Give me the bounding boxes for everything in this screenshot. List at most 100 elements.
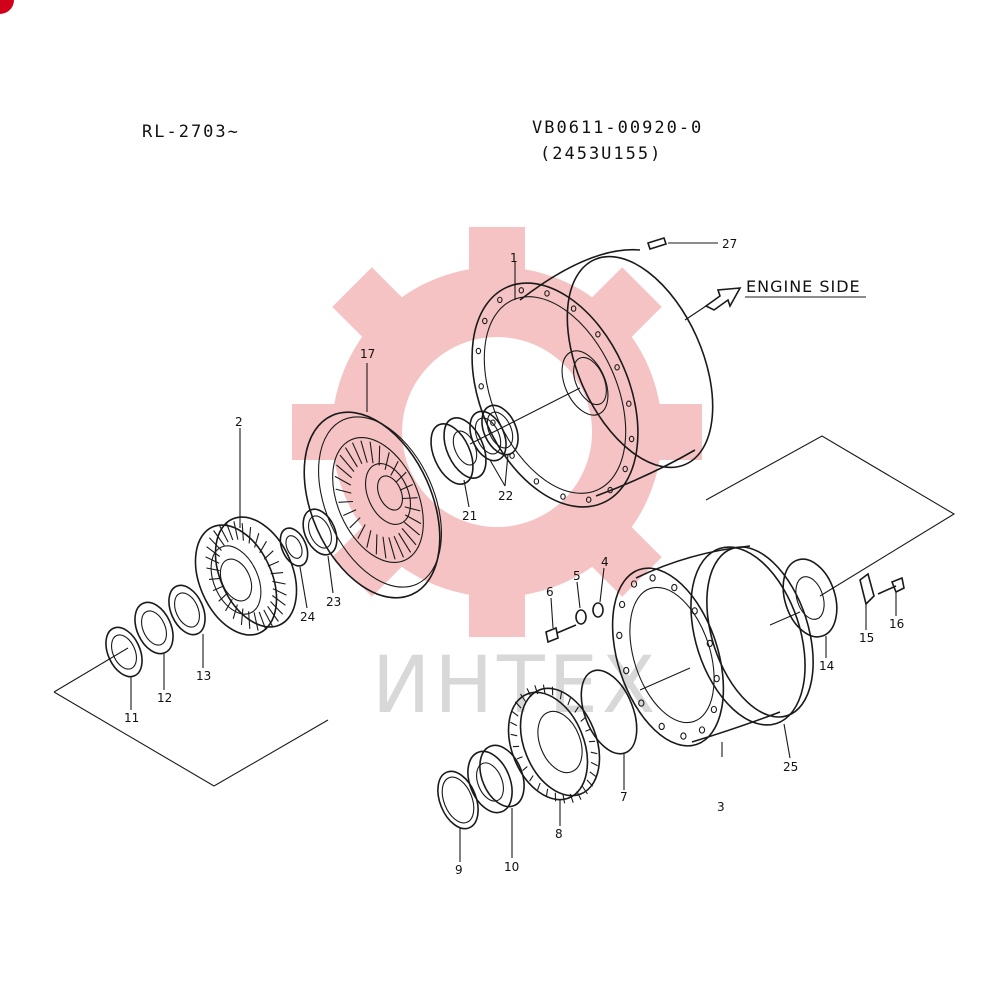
vane — [338, 500, 354, 503]
vane — [267, 605, 279, 622]
callout-15: 15 — [859, 631, 874, 645]
bolt-hole — [616, 631, 623, 640]
callout-12: 12 — [157, 691, 172, 705]
part-4-washer — [592, 602, 604, 618]
part-12-ring — [134, 601, 174, 655]
vane — [542, 684, 546, 694]
engine-side-arrow-icon — [704, 287, 742, 311]
bolt-hole — [544, 290, 550, 297]
vane — [526, 688, 532, 697]
callout-6: 6 — [546, 585, 554, 599]
vane — [589, 771, 597, 778]
bolt-hole — [638, 699, 645, 707]
vane — [382, 536, 387, 559]
vane — [232, 604, 238, 619]
vane — [562, 794, 566, 804]
callout-5: 5 — [573, 569, 581, 583]
vane — [537, 782, 541, 791]
part-11-ring — [105, 626, 143, 678]
bolt-hole — [607, 486, 613, 494]
bolt-hole — [706, 639, 713, 648]
vane — [208, 577, 222, 580]
vane — [529, 775, 534, 782]
vane — [398, 532, 412, 553]
vane — [339, 454, 355, 472]
part-17-vanes — [334, 440, 422, 560]
vane — [402, 497, 418, 500]
part-code-label: (2453U155) — [540, 144, 663, 164]
callout-17: 17 — [360, 347, 375, 361]
vane — [212, 585, 225, 592]
callout-8: 8 — [555, 827, 563, 841]
vane — [404, 514, 422, 525]
vane — [208, 537, 222, 551]
vane — [366, 530, 372, 548]
vane — [259, 540, 267, 554]
part-24-ring — [279, 527, 309, 567]
vane — [334, 475, 352, 486]
callout-22: 22 — [498, 489, 513, 503]
vane — [218, 592, 229, 602]
part-8-gear-teeth — [510, 684, 598, 804]
part-1-bolt-holes — [475, 287, 635, 503]
vane — [248, 611, 251, 629]
vane — [516, 756, 523, 760]
callout-23: 23 — [326, 595, 341, 609]
bolt-hole — [478, 383, 484, 390]
vane — [240, 608, 244, 625]
bolt-hole — [658, 722, 665, 731]
bolt-hole — [518, 287, 525, 294]
vane — [545, 788, 549, 797]
vane — [384, 452, 390, 470]
vane — [270, 601, 284, 615]
part-5-washer — [575, 609, 587, 625]
vane — [559, 691, 563, 700]
part-9-snap-ring — [437, 770, 479, 830]
vane — [241, 523, 244, 541]
vane — [357, 524, 366, 540]
part-15-clip — [859, 572, 875, 606]
callout-24: 24 — [300, 610, 315, 624]
callout-14: 14 — [819, 659, 834, 673]
vane — [404, 506, 421, 512]
bolt-hole — [490, 419, 496, 426]
callout-27: 27 — [722, 237, 737, 251]
vane — [510, 733, 518, 737]
vane — [271, 595, 286, 606]
callout-2: 2 — [235, 415, 243, 429]
vane — [349, 517, 361, 529]
vane — [522, 766, 528, 772]
left-subassembly-bracket — [53, 647, 329, 787]
vane — [272, 588, 287, 596]
vane — [378, 445, 381, 466]
engine-side-label: ENGINE SIDE — [746, 277, 861, 296]
bolt-hole — [614, 364, 620, 371]
vane — [403, 521, 420, 536]
leader-lines — [130, 242, 897, 862]
vane — [511, 710, 519, 717]
vane — [263, 550, 274, 560]
part-7-o-ring — [580, 669, 638, 755]
vane — [253, 612, 259, 631]
vane — [233, 521, 239, 540]
vane — [254, 533, 260, 548]
callout-7: 7 — [620, 790, 628, 804]
vane — [399, 483, 413, 491]
vane — [218, 524, 229, 543]
vane — [534, 685, 539, 695]
vane — [586, 779, 594, 787]
part-13-ring — [168, 584, 206, 636]
vane — [580, 716, 586, 722]
vane — [258, 611, 267, 631]
vane — [267, 560, 280, 567]
bolt-hole — [533, 478, 540, 485]
vane — [205, 556, 220, 564]
vane — [576, 791, 582, 800]
part-25-o-ring — [690, 546, 806, 726]
callout-4: 4 — [601, 555, 609, 569]
bolt-hole — [691, 607, 698, 615]
vane — [270, 572, 284, 575]
callout-11: 11 — [124, 711, 139, 725]
right-subassembly-bracket — [705, 435, 956, 597]
